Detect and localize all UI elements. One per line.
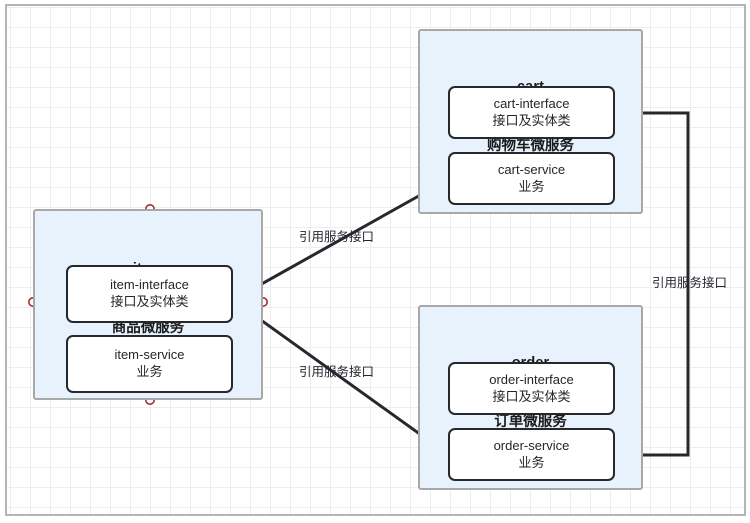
node-cart-service-desc: 业务 [518, 178, 545, 194]
group-cart-title-cn: 购物车微服务 [487, 137, 574, 154]
node-order-interface[interactable]: order-interface 接口及实体类 [448, 362, 615, 415]
node-cart-interface-name: cart-interface [493, 95, 570, 111]
edge-label-item-to-cart[interactable]: 引用服务接口 [299, 230, 375, 244]
node-item-service-name: item-service [114, 347, 185, 363]
node-order-interface-desc: 接口及实体类 [492, 388, 571, 404]
group-item[interactable]: item 商品微服务 item-interface 接口及实体类 item-se… [33, 209, 263, 400]
group-order[interactable]: order 订单微服务 order-interface 接口及实体类 order… [418, 305, 643, 490]
edge-label-cart-to-order[interactable]: 引用服务接口 [652, 276, 728, 290]
node-order-interface-name: order-interface [489, 371, 574, 387]
node-cart-interface[interactable]: cart-interface 接口及实体类 [448, 86, 615, 139]
node-order-service[interactable]: order-service 业务 [448, 428, 615, 481]
node-order-service-desc: 业务 [518, 454, 545, 470]
group-order-title-cn: 订单微服务 [494, 413, 567, 430]
edge-label-item-to-order[interactable]: 引用服务接口 [299, 365, 375, 379]
node-item-interface-desc: 接口及实体类 [110, 294, 189, 309]
node-cart-service[interactable]: cart-service 业务 [448, 152, 615, 205]
node-cart-interface-desc: 接口及实体类 [492, 112, 571, 128]
node-item-service[interactable]: item-service 业务 [66, 335, 233, 393]
node-order-service-name: order-service [493, 437, 570, 453]
node-item-service-desc: 业务 [136, 364, 163, 379]
group-item-title-cn: 商品微服务 [111, 319, 185, 336]
node-item-interface-name: item-interface [110, 277, 189, 293]
node-cart-service-name: cart-service [497, 161, 566, 177]
group-cart[interactable]: cart 购物车微服务 cart-interface 接口及实体类 cart-s… [418, 29, 643, 214]
node-item-interface[interactable]: item-interface 接口及实体类 [66, 265, 233, 323]
